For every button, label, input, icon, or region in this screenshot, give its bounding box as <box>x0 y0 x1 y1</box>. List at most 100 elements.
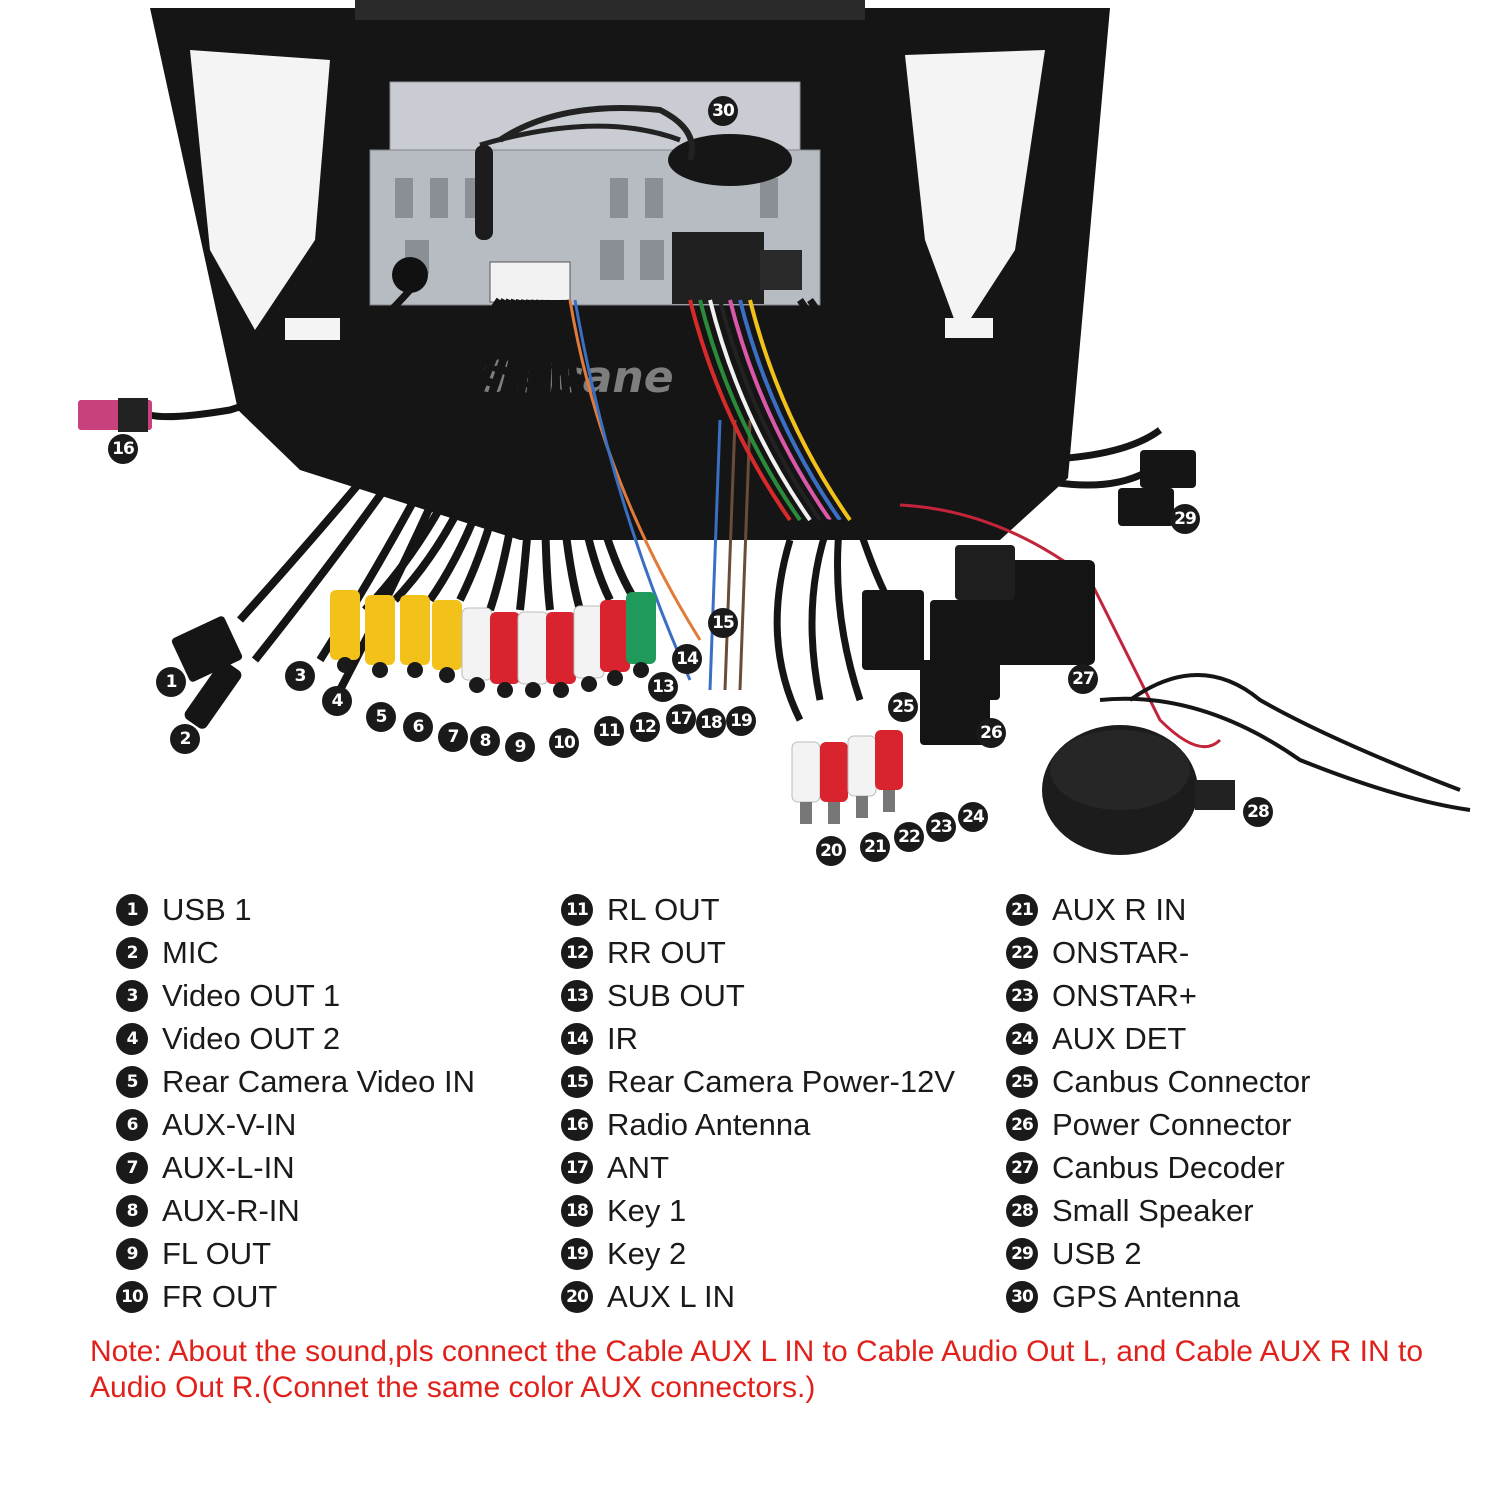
callout-20: 20 <box>816 836 846 866</box>
callout-23: 23 <box>926 812 956 842</box>
legend-number: 28 <box>1006 1194 1038 1227</box>
callout-17: 17 <box>666 704 696 734</box>
legend-number: 26 <box>1006 1108 1038 1141</box>
legend-label: ONSTAR- <box>1052 934 1190 970</box>
legend-number: 10 <box>116 1280 148 1313</box>
legend-number: 20 <box>561 1280 593 1313</box>
legend-label: SUB OUT <box>607 977 745 1013</box>
legend-item: 1 USB 1 <box>116 888 576 931</box>
legend-number: 27 <box>1006 1151 1038 1184</box>
callout-2: 2 <box>170 724 200 754</box>
legend-number: 1 <box>116 893 148 926</box>
callout-19: 19 <box>726 706 756 736</box>
callout-9: 9 <box>505 732 535 762</box>
callout-29: 29 <box>1170 504 1200 534</box>
callout-30: 30 <box>708 96 738 126</box>
legend-item: 14 IR <box>561 1017 1021 1060</box>
dash-trim-right-slot <box>945 318 993 338</box>
callout-16: 16 <box>108 434 138 464</box>
legend-label: Small Speaker <box>1052 1192 1254 1228</box>
legend-item: 3 Video OUT 1 <box>116 974 576 1017</box>
canbus-connector <box>862 590 924 670</box>
rca-plugs-left <box>330 590 656 685</box>
usb2-plug-b <box>1118 488 1174 526</box>
legend-number: 13 <box>561 979 593 1012</box>
callout-1: 1 <box>156 667 186 697</box>
callout-14: 14 <box>672 644 702 674</box>
legend-item: 8 AUX-R-IN <box>116 1189 576 1232</box>
callout-24: 24 <box>958 802 988 832</box>
callout-8: 8 <box>470 726 500 756</box>
callout-3: 3 <box>285 661 315 691</box>
radio-antenna-socket <box>392 257 428 293</box>
mic-plug <box>184 661 242 729</box>
legend-label: Rear Camera Power-12V <box>607 1063 956 1099</box>
legend-number: 8 <box>116 1194 148 1227</box>
legend-label: AUX-R-IN <box>162 1192 300 1228</box>
legend-label: MIC <box>162 934 219 970</box>
legend-number: 3 <box>116 979 148 1012</box>
callout-13: 13 <box>648 672 678 702</box>
legend-label: ONSTAR+ <box>1052 977 1197 1013</box>
legend-number: 29 <box>1006 1237 1038 1270</box>
legend-label: AUX L IN <box>607 1278 736 1314</box>
legend-item: 27 Canbus Decoder <box>1006 1146 1466 1189</box>
callout-26: 26 <box>976 718 1006 748</box>
legend-label: Video OUT 1 <box>162 977 341 1013</box>
callout-25: 25 <box>888 692 918 722</box>
legend-item: 26 Power Connector <box>1006 1103 1466 1146</box>
callout-4: 4 <box>322 686 352 716</box>
legend-label: Power Connector <box>1052 1106 1292 1142</box>
legend-item: 28 Small Speaker <box>1006 1189 1466 1232</box>
callout-6: 6 <box>403 712 433 742</box>
gps-antenna-module <box>668 134 792 186</box>
sound-note: Note: About the sound,pls connect the Ca… <box>90 1335 1424 1404</box>
legend-label: IR <box>607 1020 638 1056</box>
legend-label: USB 1 <box>162 891 252 927</box>
legend-label: FL OUT <box>162 1235 272 1271</box>
callout-7: 7 <box>438 722 468 752</box>
callout-11: 11 <box>594 716 624 746</box>
callout-5: 5 <box>366 702 396 732</box>
main-harness-socket <box>672 232 764 304</box>
legend-label: Key 2 <box>607 1235 687 1271</box>
legend-label: ANT <box>607 1149 669 1185</box>
callout-22: 22 <box>894 822 924 852</box>
legend-number: 6 <box>116 1108 148 1141</box>
rca-connector-block <box>489 261 571 303</box>
legend-label: RL OUT <box>607 891 720 927</box>
callout-10: 10 <box>549 728 579 758</box>
usb-socket <box>760 250 802 290</box>
callout-12: 12 <box>630 712 660 742</box>
legend-label: Video OUT 2 <box>162 1020 341 1056</box>
legend-label: RR OUT <box>607 934 726 970</box>
legend-number: 22 <box>1006 936 1038 969</box>
legend-number: 18 <box>561 1194 593 1227</box>
legend-item: 20 AUX L IN <box>561 1275 1021 1318</box>
legend-number: 15 <box>561 1065 593 1098</box>
power-connector-b <box>920 660 990 745</box>
legend-label: AUX-V-IN <box>162 1106 297 1142</box>
legend-label: Canbus Decoder <box>1052 1149 1285 1185</box>
callout-15: 15 <box>708 608 738 638</box>
legend-number: 23 <box>1006 979 1038 1012</box>
callout-28: 28 <box>1243 797 1273 827</box>
legend-item: 6 AUX-V-IN <box>116 1103 576 1146</box>
legend-label: USB 2 <box>1052 1235 1142 1271</box>
legend-label: Key 1 <box>607 1192 687 1228</box>
legend-label: Canbus Connector <box>1052 1063 1311 1099</box>
legend-label: AUX R IN <box>1052 891 1187 927</box>
legend-number: 14 <box>561 1022 593 1055</box>
